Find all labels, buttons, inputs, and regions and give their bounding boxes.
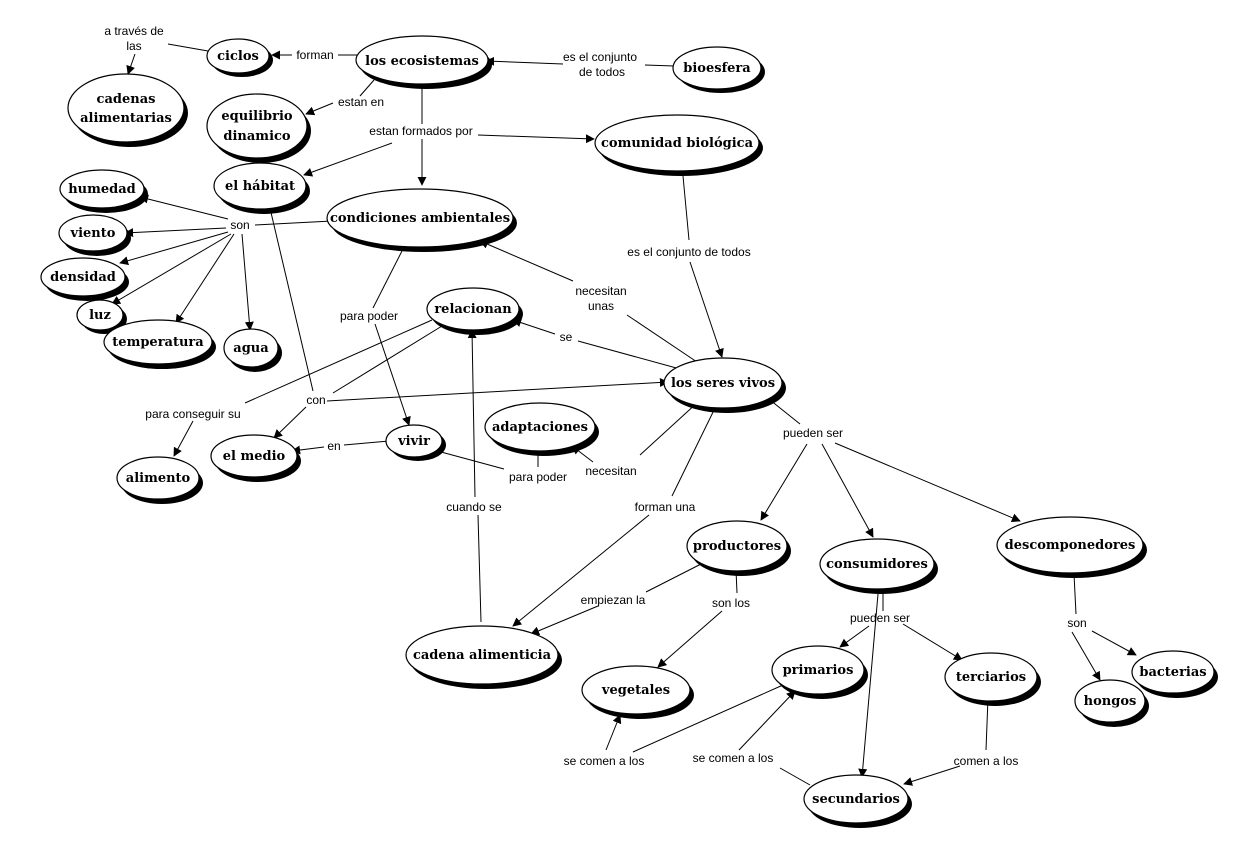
node-label: el medio: [223, 449, 286, 464]
node-temperatura[interactable]: temperatura: [103, 319, 216, 369]
node-label: descomponedores: [1005, 538, 1136, 553]
node-label: adaptaciones: [492, 420, 588, 435]
concept-nodes: ciclos los ecosistemas bioesfera cadenas…: [40, 35, 1218, 828]
link-label-se-comen-vegetales: se comen a los: [564, 754, 645, 768]
node-label: bacterias: [1139, 665, 1206, 680]
node-label: el hábitat: [225, 179, 295, 194]
node-label: hongos: [1084, 694, 1137, 709]
node-label: viento: [70, 226, 116, 241]
node-cadena-alimenticia[interactable]: cadena alimenticia: [405, 625, 562, 689]
link-label-forman-una: forman una: [635, 500, 696, 514]
link-label-forman: forman: [296, 48, 333, 62]
node-label: los seres vivos: [671, 376, 775, 391]
link-label-para-poder: para poder: [509, 470, 567, 484]
node-primarios[interactable]: primarios: [771, 645, 868, 699]
node-humedad[interactable]: humedad: [59, 169, 148, 213]
node-label: vivir: [397, 434, 430, 449]
link-label-pueden-ser: pueden ser: [783, 426, 843, 440]
link-label-pueden-ser-consumidores: pueden ser: [850, 611, 910, 625]
node-terciarios[interactable]: terciarios: [944, 652, 1041, 706]
node-luz[interactable]: luz: [76, 299, 127, 334]
node-label: cadena alimenticia: [413, 648, 552, 663]
node-relacionan[interactable]: relacionan: [426, 287, 523, 335]
node-label-line2: alimentarias: [80, 111, 172, 126]
link-label-para-conseguir: para conseguir su: [145, 407, 240, 421]
node-condiciones-ambientales[interactable]: condiciones ambientales: [326, 188, 517, 252]
node-agua[interactable]: agua: [223, 328, 282, 372]
node-label: productores: [693, 539, 781, 554]
node-hongos[interactable]: hongos: [1074, 679, 1149, 727]
link-label-a-traves-las: las: [126, 39, 141, 53]
link-label-es-conjunto: es el conjunto: [563, 50, 637, 64]
node-label: comunidad biológica: [601, 136, 754, 151]
link-label-de-todos: de todos: [579, 65, 625, 79]
node-el-medio[interactable]: el medio: [210, 434, 301, 482]
node-label: secundarios: [812, 792, 900, 807]
node-label: ciclos: [217, 49, 259, 64]
node-bioesfera[interactable]: bioesfera: [672, 46, 765, 93]
link-label-con: con: [306, 393, 325, 407]
link-label-a-traves: a través de: [104, 24, 164, 38]
node-label-line1: cadenas: [97, 92, 156, 107]
link-label-cuando-se: cuando se: [446, 500, 502, 514]
link-label-para-poder-vivir: para poder: [340, 309, 398, 323]
link-label-son-los: son los: [712, 596, 750, 610]
node-label: bioesfera: [683, 61, 751, 76]
link-label-estan-formados: estan formados por: [369, 124, 472, 138]
node-label: terciarios: [956, 670, 1026, 685]
node-secundarios[interactable]: secundarios: [803, 774, 912, 828]
node-label: los ecosistemas: [365, 54, 479, 69]
link-label-se-comen-primarios: se comen a los: [693, 751, 774, 765]
node-densidad[interactable]: densidad: [40, 257, 129, 301]
node-label: temperatura: [112, 335, 204, 350]
node-bacterias[interactable]: bacterias: [1131, 650, 1218, 698]
link-label-unas: unas: [588, 299, 614, 313]
node-viento[interactable]: viento: [58, 214, 131, 256]
node-comunidad-biologica[interactable]: comunidad biológica: [594, 114, 763, 176]
link-label-comen-a-los: comen a los: [954, 754, 1019, 768]
node-los-seres-vivos[interactable]: los seres vivos: [663, 357, 786, 413]
node-label: relacionan: [434, 302, 512, 317]
node-label-line1: equilibrio: [221, 109, 293, 124]
node-adaptaciones[interactable]: adaptaciones: [484, 402, 599, 456]
node-label: luz: [89, 308, 111, 323]
node-label: densidad: [50, 270, 116, 285]
link-label-necesitan: necesitan: [575, 284, 626, 298]
node-descomponedores[interactable]: descomponedores: [996, 516, 1147, 578]
link-label-son: son: [230, 218, 249, 232]
node-ciclos[interactable]: ciclos: [206, 38, 273, 77]
node-el-habitat[interactable]: el hábitat: [213, 162, 310, 214]
link-label-estan-en: estan en: [338, 95, 384, 109]
node-label: condiciones ambientales: [330, 211, 510, 226]
node-cadenas-alimentarias[interactable]: cadenas alimentarias: [67, 73, 188, 147]
link-labels: a través de las forman es el conjunto de…: [104, 24, 1086, 768]
link-label-necesitan-adaptaciones: necesitan: [585, 464, 636, 478]
link-label-en: en: [327, 439, 340, 453]
node-productores[interactable]: productores: [686, 520, 791, 576]
link-label-son-descomponedores: son: [1067, 616, 1086, 630]
node-vegetales[interactable]: vegetales: [581, 665, 694, 719]
node-equilibrio-dinamico[interactable]: equilibrio dinamico: [206, 93, 311, 163]
node-label: consumidores: [826, 557, 928, 572]
link-label-es-conjunto-todos: es el conjunto de todos: [627, 245, 750, 259]
connectors: [111, 43, 1137, 786]
node-label-line2: dinamico: [223, 129, 291, 144]
node-label: vegetales: [601, 683, 670, 698]
node-label: primarios: [783, 663, 854, 678]
link-label-se: se: [560, 330, 573, 344]
node-label: agua: [233, 341, 269, 356]
node-label: humedad: [68, 182, 136, 197]
node-label: alimento: [126, 471, 191, 486]
node-vivir[interactable]: vivir: [385, 424, 446, 461]
node-consumidores[interactable]: consumidores: [819, 538, 938, 594]
link-label-empiezan-la: empiezan la: [581, 593, 646, 607]
node-los-ecosistemas[interactable]: los ecosistemas: [355, 35, 492, 89]
node-alimento[interactable]: alimento: [116, 456, 203, 504]
